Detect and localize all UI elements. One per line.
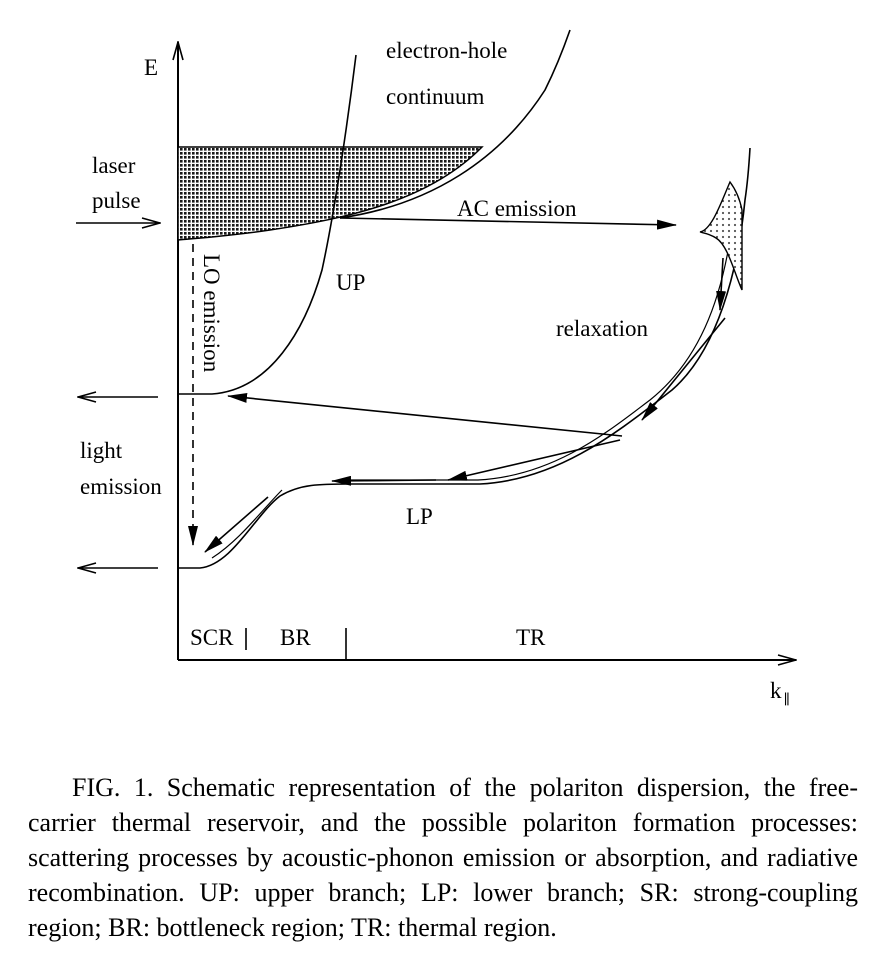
tr-region-label: TR	[516, 625, 546, 650]
electron-hole-label-line2: continuum	[386, 84, 484, 109]
bottleneck-arrow-lp	[331, 475, 437, 486]
upper-branch-curve	[178, 54, 357, 395]
laser-label-line1: laser	[92, 153, 136, 178]
figure-caption: FIG. 1. Schematic representation of the …	[28, 773, 858, 942]
light-emission-label-line2: emission	[80, 474, 162, 499]
energy-axis-label: E	[144, 55, 158, 80]
lo-emission-label: LO emission	[199, 254, 224, 373]
br-region-label: BR	[280, 625, 311, 650]
polariton-distribution-bump	[699, 180, 743, 291]
lower-branch-inner-curve	[211, 239, 731, 559]
relaxation-arrow-to-lp	[447, 439, 621, 481]
ac-emission-label: AC emission	[457, 196, 577, 221]
up-label: UP	[336, 270, 365, 295]
lp-label: LP	[406, 504, 433, 529]
relaxation-label: relaxation	[556, 316, 648, 341]
ac-emission-arrow	[339, 217, 677, 230]
electron-hole-continuum-curve	[339, 29, 571, 219]
relaxation-arrow-middle	[641, 317, 726, 421]
momentum-symbol: k	[770, 678, 782, 703]
momentum-axis-label: k∥	[770, 678, 790, 708]
polariton-dispersion-diagram: E k∥ electron-hole continuum laser pulse…	[76, 29, 881, 708]
electron-hole-label-line1: electron-hole	[386, 38, 507, 63]
relaxation-arrow-top	[716, 257, 727, 311]
laser-label-line2: pulse	[92, 188, 141, 213]
relaxation-arrow-to-up	[227, 392, 623, 437]
bottleneck-arrow-down	[204, 496, 269, 553]
light-emission-label-line1: light	[80, 438, 123, 463]
momentum-subscript: ∥	[784, 692, 790, 708]
scr-region-label: SCR	[190, 625, 234, 650]
thermal-reservoir-shading	[177, 146, 484, 241]
